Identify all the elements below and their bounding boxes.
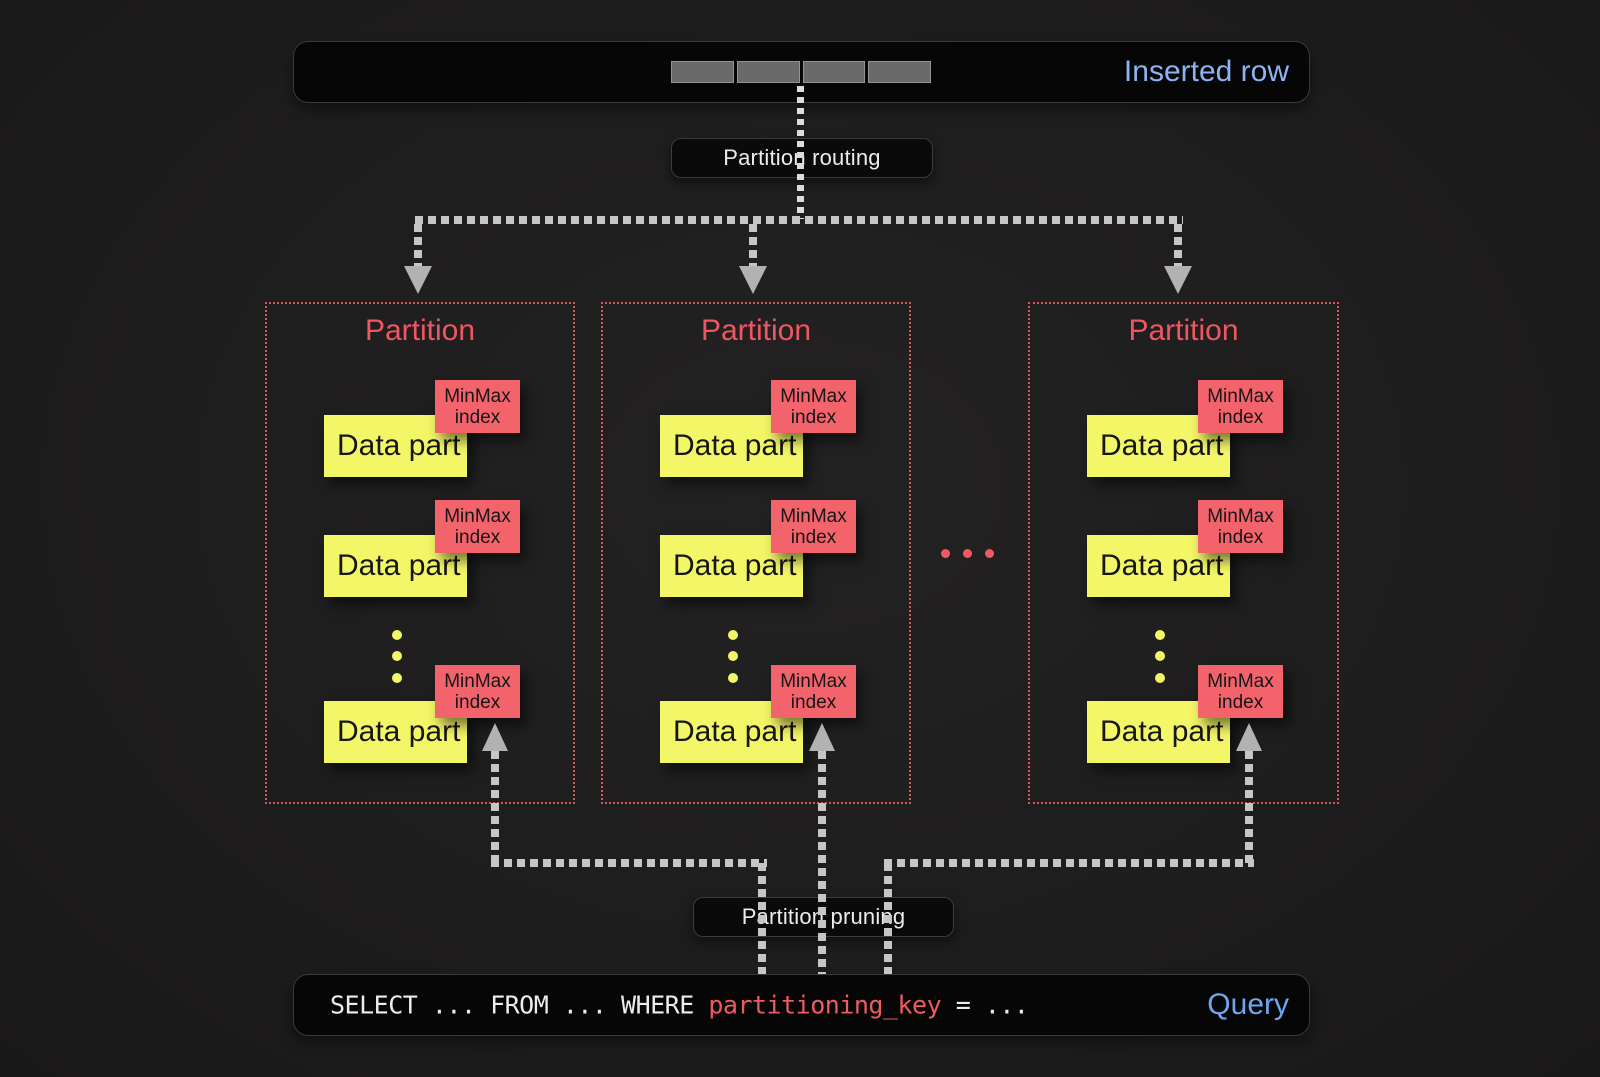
sql-partitioning-key: partitioning_key	[708, 990, 942, 1020]
minmax-index-box: MinMax index	[1198, 500, 1283, 553]
row-segment	[868, 61, 931, 83]
more-parts-dot	[728, 673, 738, 683]
sql-prefix: SELECT ... FROM ... WHERE	[330, 990, 709, 1020]
partition-box-1: Partition MinMax index Data part MinMax …	[265, 302, 575, 804]
more-parts-dot	[392, 673, 402, 683]
routing-drop-left	[414, 224, 422, 266]
more-parts-dot	[1155, 651, 1165, 661]
query-bar: SELECT ... FROM ... WHERE partitioning_k…	[293, 974, 1310, 1036]
ellipsis-dot	[963, 549, 972, 558]
row-segment	[671, 61, 734, 83]
minmax-index-box: MinMax index	[435, 380, 520, 433]
query-label: Query	[1207, 988, 1289, 1021]
partitions-ellipsis	[941, 549, 994, 558]
arrow-down-icon	[739, 266, 767, 294]
ellipsis-dot	[941, 549, 950, 558]
minmax-index-box: MinMax index	[1198, 380, 1283, 433]
pruning-shaft-right	[1245, 751, 1253, 863]
partition-box-2: Partition MinMax index Data part MinMax …	[601, 302, 911, 804]
pruning-line-horizontal-right	[884, 859, 1254, 867]
arrow-up-icon	[809, 723, 835, 751]
arrow-down-icon	[1164, 266, 1192, 294]
minmax-index-box: MinMax index	[771, 380, 856, 433]
arrow-up-icon	[482, 723, 508, 751]
pruning-line-horizontal-left	[491, 859, 767, 867]
more-parts-dot	[1155, 630, 1165, 640]
minmax-index-box: MinMax index	[435, 665, 520, 718]
sql-suffix: = ...	[941, 990, 1029, 1020]
routing-line-vertical	[797, 86, 804, 219]
inserted-row-segments	[671, 61, 931, 83]
pruning-shaft-center	[818, 751, 826, 974]
more-parts-dot	[392, 630, 402, 640]
partition-title: Partition	[700, 314, 812, 347]
minmax-index-box: MinMax index	[1198, 665, 1283, 718]
pruning-shaft-left	[491, 751, 499, 863]
more-parts-dot	[728, 630, 738, 640]
pruning-drop-right	[884, 863, 892, 974]
ellipsis-dot	[985, 549, 994, 558]
minmax-index-box: MinMax index	[435, 500, 520, 553]
partition-box-3: Partition MinMax index Data part MinMax …	[1028, 302, 1339, 804]
routing-drop-right	[1174, 224, 1182, 266]
partition-title: Partition	[364, 314, 476, 347]
partition-title: Partition	[1128, 314, 1239, 347]
more-parts-dot	[392, 651, 402, 661]
data-part-box: Data part	[660, 701, 803, 763]
inserted-row-label: Inserted row	[1123, 55, 1289, 88]
data-part-box: Data part	[1087, 535, 1230, 597]
row-segment	[802, 61, 866, 83]
arrow-up-icon	[1236, 723, 1262, 751]
arrow-down-icon	[404, 266, 432, 294]
more-parts-dot	[1155, 673, 1165, 683]
more-parts-dot	[728, 651, 738, 661]
pruning-drop-left	[758, 863, 766, 974]
data-part-box: Data part	[660, 535, 803, 597]
minmax-index-box: MinMax index	[771, 500, 856, 553]
row-segment	[736, 61, 800, 83]
sql-statement: SELECT ... FROM ... WHERE partitioning_k…	[330, 990, 1029, 1020]
routing-line-horizontal	[415, 216, 1183, 224]
routing-drop-center	[749, 224, 757, 266]
minmax-index-box: MinMax index	[771, 665, 856, 718]
